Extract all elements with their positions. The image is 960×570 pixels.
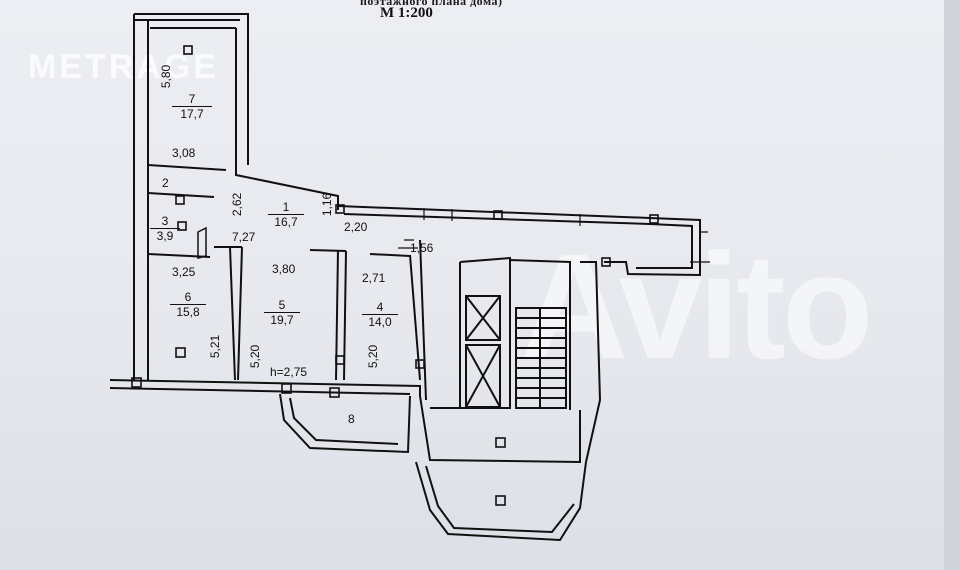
marker — [131, 377, 142, 388]
room-number: 3 — [161, 214, 169, 228]
ceiling-height: h=2,75 — [270, 365, 308, 379]
partition-7-2 — [147, 164, 227, 171]
room-1-label: 1 16,7 — [268, 200, 304, 229]
marker — [281, 383, 292, 394]
room-5-label: 5 19,7 — [264, 298, 300, 327]
wall-top — [134, 13, 249, 34]
balcony-lower-inner — [425, 465, 575, 534]
room-area: 15,8 — [170, 304, 206, 319]
marker — [649, 214, 659, 224]
photo-edge — [944, 0, 960, 570]
room-8-label: 8 — [348, 412, 355, 426]
wall-corridor-north-inner — [343, 213, 693, 269]
wall-bottom — [109, 379, 421, 396]
marker — [183, 45, 193, 55]
room-number: 7 — [188, 92, 196, 106]
marker — [175, 195, 185, 205]
marker — [493, 210, 503, 220]
room-7-label: 7 17,7 — [172, 92, 212, 121]
elevator-1 — [465, 295, 501, 341]
plan-header: поэтажного плана дома) М 1:200 — [360, 0, 620, 26]
dim-2-20: 2,20 — [344, 220, 368, 234]
room-number: 4 — [376, 300, 384, 314]
partition-6-5 — [229, 246, 243, 381]
plan-scale: М 1:200 — [380, 5, 433, 21]
marker — [335, 204, 345, 214]
elevator-1-cross — [465, 295, 501, 341]
balcony-lower — [415, 461, 587, 542]
room-3-label: 3 3,9 — [150, 214, 180, 243]
dim-5-80: 5,80 — [159, 64, 174, 89]
dim-5-21: 5,21 — [208, 334, 223, 359]
marker — [495, 495, 506, 506]
marker — [177, 221, 187, 231]
room-area: 3,9 — [150, 228, 180, 243]
partition-2-3 — [147, 192, 215, 198]
wall-room7-east — [235, 28, 339, 210]
room-area: 16,7 — [268, 214, 304, 229]
room-2-label: 2 — [162, 176, 169, 190]
dim-5-20-a: 5,20 — [248, 344, 263, 369]
marker — [175, 347, 186, 358]
tick — [398, 208, 710, 263]
elevator-2-cross — [465, 344, 501, 408]
room-6-label: 6 15,8 — [170, 290, 206, 319]
dim-3-08: 3,08 — [172, 146, 196, 160]
marker — [335, 355, 345, 365]
wall-annex — [580, 261, 602, 463]
room-area: 17,7 — [172, 106, 212, 121]
dim-2-62: 2,62 — [230, 192, 245, 217]
wall-west — [133, 14, 149, 380]
room-area: 14,0 — [362, 314, 398, 329]
room-number: 1 — [282, 200, 290, 214]
dim-1-56: 1,56 — [410, 241, 434, 255]
dim-1-16: 1,16 — [320, 192, 335, 217]
sink-fixture — [197, 226, 207, 259]
room-number: 6 — [184, 290, 192, 304]
marker — [329, 387, 340, 398]
plan-subtitle: поэтажного плана дома) — [360, 0, 503, 8]
room-area: 19,7 — [264, 312, 300, 327]
partition-3-6 — [147, 253, 211, 258]
elevator-2 — [465, 344, 501, 408]
marker — [415, 359, 425, 369]
partition-4-east — [409, 239, 427, 401]
balcony-8 — [279, 393, 411, 454]
balcony-8-inner — [289, 397, 399, 445]
dim-7-27: 7,27 — [232, 230, 256, 244]
partition-hall — [214, 246, 411, 257]
room-4-label: 4 14,0 — [362, 300, 398, 329]
marker — [601, 257, 611, 267]
lift-hall — [459, 256, 511, 408]
dim-3-25: 3,25 — [172, 265, 196, 279]
dim-2-71: 2,71 — [362, 271, 386, 285]
dim-3-80: 3,80 — [272, 262, 296, 276]
avito-watermark: Avito — [520, 222, 873, 390]
room-number: 5 — [278, 298, 286, 312]
marker — [495, 437, 506, 448]
dim-5-20-b: 5,20 — [366, 344, 381, 369]
